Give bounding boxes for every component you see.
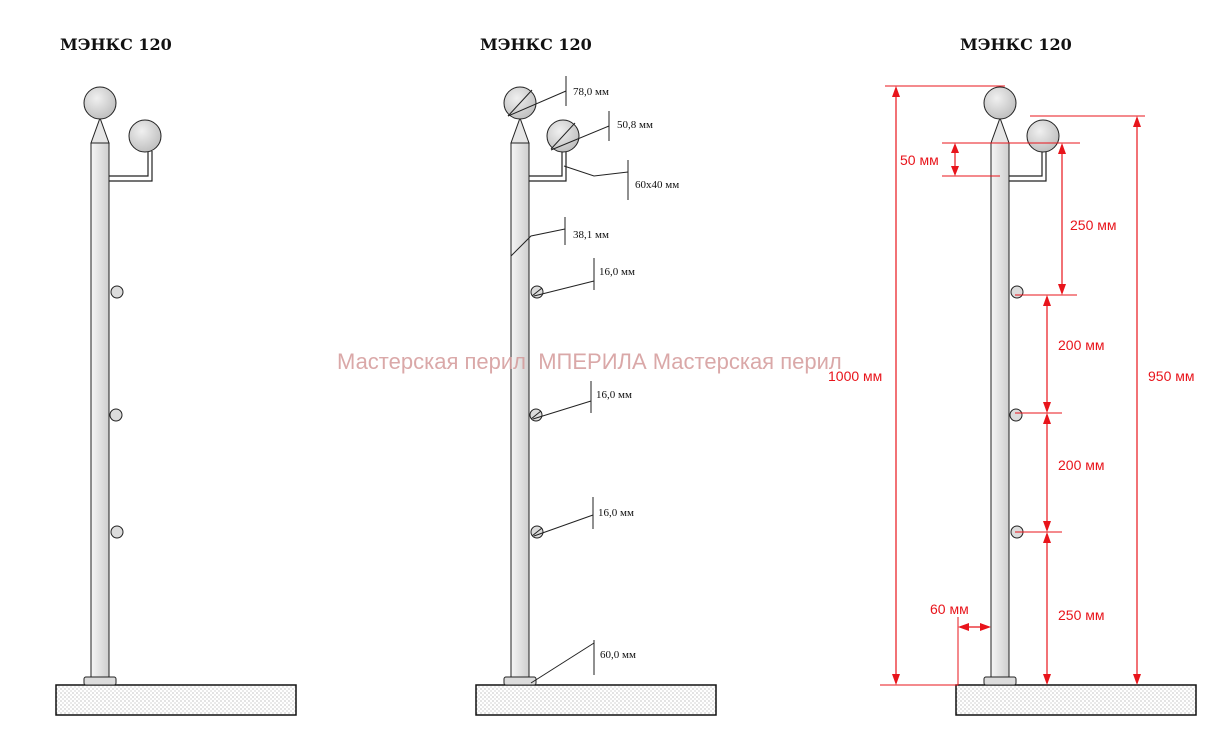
dim-total-height: 1000 мм [828, 368, 882, 384]
finial-cone [90, 116, 110, 144]
rod-1 [1010, 285, 1024, 299]
handrail-ball [128, 119, 162, 153]
top-ball [83, 86, 117, 120]
view-1-title: МЭНКС 120 [60, 35, 172, 54]
handrail-bracket [109, 151, 153, 182]
dimension-lines [880, 85, 1145, 686]
handrail-ball [1026, 119, 1060, 153]
rod-2 [1009, 408, 1023, 422]
dim-bottom-gap: 250 мм [1058, 607, 1105, 623]
base-flange [503, 676, 537, 686]
finial-cone [990, 116, 1010, 144]
post [990, 142, 1010, 678]
floor-slab [475, 684, 717, 716]
callout-base: 60,0 мм [600, 649, 636, 661]
finial-cone [510, 116, 530, 144]
callout-rod-2: 16,0 мм [596, 389, 632, 401]
view-2-title: МЭНКС 120 [480, 35, 592, 54]
callout-post: 38,1 мм [573, 229, 609, 241]
callout-rod-1: 16,0 мм [599, 266, 635, 278]
callout-rod-3: 16,0 мм [598, 507, 634, 519]
floor-slab [955, 684, 1197, 716]
post [510, 142, 530, 678]
view-dimensions: МЭНКС 120 [828, 35, 1197, 716]
dim-base-offset: 60 мм [930, 601, 969, 617]
callout-bracket: 60x40 мм [635, 179, 679, 191]
view-3-title: МЭНКС 120 [960, 35, 1072, 54]
floor-slab [55, 684, 297, 716]
watermark: Мастерская перил МПЕРИЛА Мастерская пери… [337, 349, 842, 374]
leader-lines [507, 76, 629, 684]
callout-top-ball: 78,0 мм [573, 86, 609, 98]
top-ball [983, 86, 1017, 120]
handrail-bracket [1009, 151, 1047, 182]
callout-side-ball: 50,8 мм [617, 119, 653, 131]
view-plain: МЭНКС 120 [55, 35, 297, 716]
view-specs: МЭНКС 120 [475, 35, 717, 716]
dim-rod-gap-1: 200 мм [1058, 337, 1105, 353]
dim-top-offset: 50 мм [900, 152, 939, 168]
rod-1 [110, 285, 124, 299]
dim-to-first-rod: 250 мм [1070, 217, 1117, 233]
rod-3 [110, 525, 124, 539]
base-flange [83, 676, 117, 686]
dim-handrail-height: 950 мм [1148, 368, 1195, 384]
base-flange [983, 676, 1017, 686]
post [90, 142, 110, 678]
dim-rod-gap-2: 200 мм [1058, 457, 1105, 473]
diameter-marks [507, 89, 576, 537]
handrail-bracket [529, 151, 567, 182]
rod-2 [109, 408, 123, 422]
